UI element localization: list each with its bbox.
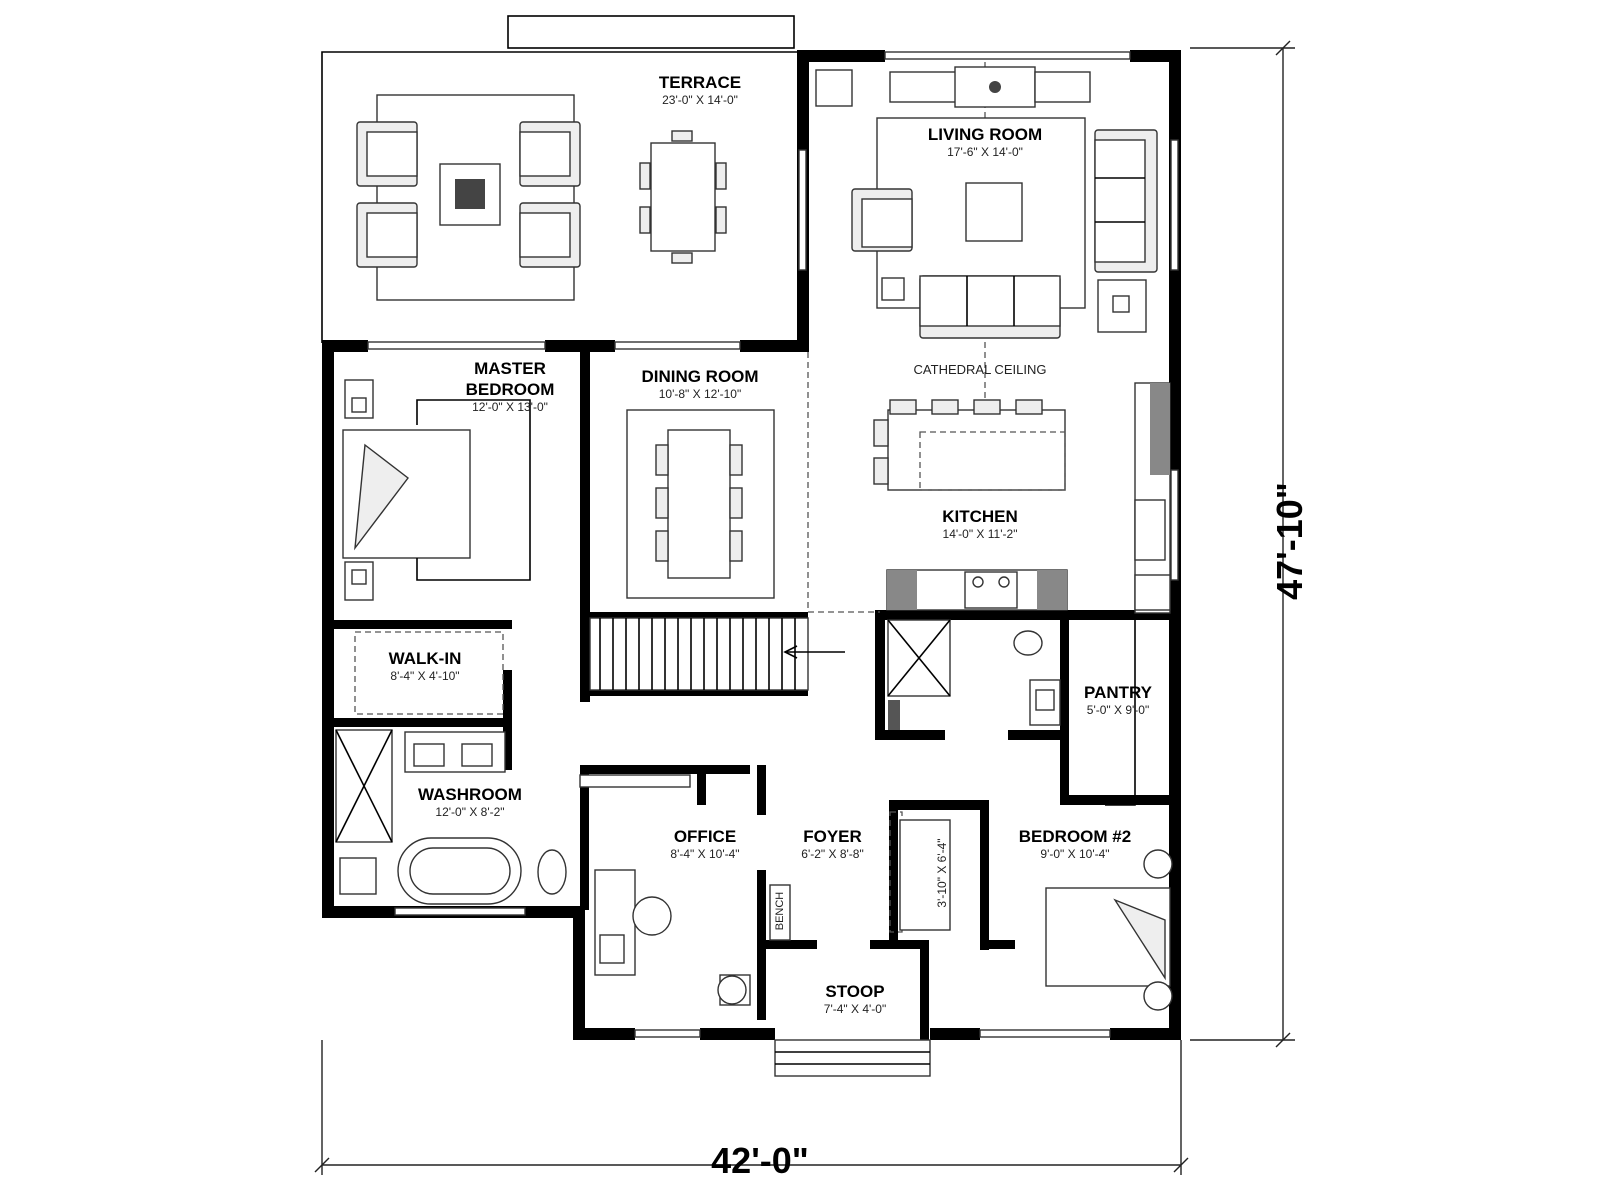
dining-furniture: [626, 409, 775, 599]
closet-dims-label: 3'-10" X 6'-4": [935, 838, 949, 908]
pantry-label: PANTRY 5'-0" X 9'-0": [1066, 682, 1170, 717]
living-room-furniture: [815, 66, 1158, 339]
stoop-name: STOOP: [825, 982, 885, 1001]
stoop-label: STOOP 7'-4" X 4'-0": [800, 981, 910, 1016]
living-room-dims: 17'-6" X 14'-0": [947, 145, 1023, 159]
master-bedroom-name-2: BEDROOM: [465, 380, 555, 399]
office-name: OFFICE: [673, 827, 737, 846]
bench-label: BENCH: [774, 891, 786, 931]
bedroom2-furniture: [899, 819, 1173, 1011]
master-bedroom-label: MASTER BEDROOM 12'-0" X 13'-0": [445, 358, 575, 414]
stoop-dims: 7'-4" X 4'-0": [823, 1002, 887, 1016]
pantry-dims: 5'-0" X 9'-0": [1086, 703, 1150, 717]
master-suite-furniture: [335, 379, 567, 905]
kitchen-name: KITCHEN: [942, 507, 1018, 526]
stoop-steps: [774, 1039, 931, 1077]
office-label: OFFICE 8'-4" X 10'-4": [650, 826, 760, 861]
living-room-label: LIVING ROOM 17'-6" X 14'-0": [905, 124, 1065, 159]
walk-in-label: WALK-IN 8'-4" X 4'-10": [365, 648, 485, 683]
living-room-name: LIVING ROOM: [927, 125, 1043, 144]
walk-in-dims: 8'-4" X 4'-10": [390, 669, 460, 683]
bedroom2-name: BEDROOM #2: [1018, 827, 1132, 846]
terrace-name: TERRACE: [658, 73, 742, 92]
foyer-name: FOYER: [803, 827, 862, 846]
foyer-label: FOYER 6'-2" X 8'-8": [780, 826, 885, 861]
overall-depth-label: 47'-10": [1269, 482, 1310, 600]
walk-in-name: WALK-IN: [388, 649, 462, 668]
pantry-name: PANTRY: [1084, 683, 1152, 702]
overall-width-label: 42'-0": [711, 1140, 809, 1181]
master-bedroom-name-1: MASTER: [474, 359, 546, 378]
terrace-dims: 23'-0" X 14'-0": [662, 93, 738, 107]
washroom-dims: 12'-0" X 8'-2": [435, 805, 505, 819]
stairs: [589, 617, 845, 691]
kitchen-label: KITCHEN 14'-0" X 11'-2": [915, 506, 1045, 541]
washroom-label: WASHROOM 12'-0" X 8'-2": [405, 784, 535, 819]
master-bedroom-dims: 12'-0" X 13'-0": [472, 400, 548, 414]
dining-room-dims: 10'-8" X 12'-10": [658, 387, 742, 401]
terrace-label: TERRACE 23'-0" X 14'-0": [630, 72, 770, 107]
dining-room-label: DINING ROOM 10'-8" X 12'-10": [625, 366, 775, 401]
interior-walls: [322, 350, 1180, 1040]
dining-room-name: DINING ROOM: [641, 367, 759, 386]
terrace-furniture: [356, 94, 727, 301]
foyer-dims: 6'-2" X 8'-8": [801, 847, 864, 861]
cathedral-ceiling-note: CATHEDRAL CEILING: [913, 362, 1047, 377]
washroom-name: WASHROOM: [418, 785, 522, 804]
kitchen-dims: 14'-0" X 11'-2": [942, 527, 1018, 541]
dimension-lines: [314, 40, 1295, 1175]
windows: [367, 51, 1179, 1038]
bedroom2-dims: 9'-0" X 10'-4": [1040, 847, 1110, 861]
kitchen-furniture: [873, 382, 1171, 614]
office-furniture: [579, 774, 791, 1006]
half-bath-furniture: [887, 619, 1136, 806]
office-dims: 8'-4" X 10'-4": [670, 847, 740, 861]
bedroom2-label: BEDROOM #2 9'-0" X 10'-4": [1005, 826, 1145, 861]
